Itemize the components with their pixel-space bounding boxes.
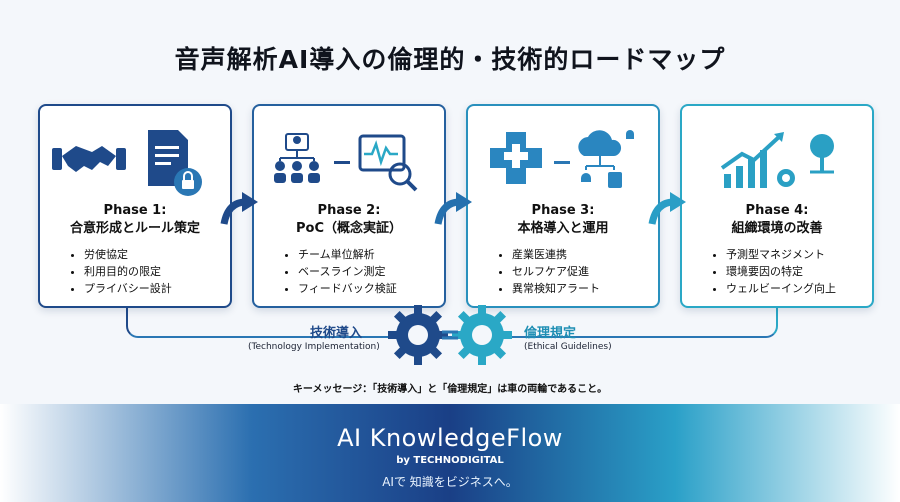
list-item: フィードバック検証 (298, 280, 397, 297)
list-item: ベースライン測定 (298, 263, 397, 280)
phase-card-4: Phase 4: 組織環境の改善 予測型マネジメント 環境要因の特定 ウェルビー… (680, 104, 874, 308)
brand-by: by TECHNODIGITAL (396, 455, 504, 466)
tree-icon (810, 134, 834, 174)
phase-subtitle: 合意形成とルール策定 (69, 221, 200, 236)
phase-items: 産業医連携 セルフケア促進 異常検知アラート (496, 246, 600, 297)
team-icon (274, 133, 320, 183)
phase-title: Phase 3: (531, 203, 595, 218)
page-title: 音声解析AI導入の倫理的・技術的ロードマップ (174, 45, 726, 74)
phase-subtitle: 本格導入と運用 (517, 221, 609, 236)
list-item: 予測型マネジメント (726, 246, 836, 263)
tech-pillar-label: 技術導入 (310, 326, 363, 341)
list-item: 利用目的の限定 (84, 263, 172, 280)
list-item: 異常検知アラート (512, 280, 600, 297)
phase-card-3: Phase 3: 本格導入と運用 産業医連携 セルフケア促進 異常検知アラート (466, 104, 660, 308)
phase-subtitle: PoC（概念実証） (296, 221, 402, 236)
phase-items: 予測型マネジメント 環境要因の特定 ウェルビーイング向上 (710, 246, 836, 297)
key-message: キーメッセージ：「技術導入」と「倫理規定」は車の両輪であること。 (292, 384, 608, 395)
phase-4-icons (720, 132, 834, 188)
dash-connector (334, 161, 350, 164)
ethics-pillar-label: 倫理規定 (524, 326, 577, 341)
list-item: ウェルビーイング向上 (726, 280, 836, 297)
arrow-right-icon (434, 192, 472, 225)
list-item: 産業医連携 (512, 246, 600, 263)
phase-title: Phase 2: (317, 203, 381, 218)
list-item: チーム単位解析 (298, 246, 397, 263)
arrow-right-icon (648, 192, 686, 225)
phase-card-2: Phase 2: PoC（概念実証） チーム単位解析 ベースライン測定 フィード… (252, 104, 446, 308)
cloud-alert-icon (578, 130, 634, 188)
phase-title: Phase 4: (745, 203, 809, 218)
list-item: セルフケア促進 (512, 263, 600, 280)
ethics-pillar-en: (Ethical Guidelines) (524, 342, 612, 352)
brand-name: AI KnowledgeFlow (337, 424, 563, 452)
waveform-magnifier-icon (358, 134, 418, 192)
footer-banner (0, 404, 900, 502)
phase-2-icons (274, 133, 418, 192)
arrow-right-icon (220, 192, 258, 225)
phase-subtitle: 組織環境の改善 (731, 221, 823, 236)
tech-pillar-en: (Technology Implementation) (248, 342, 380, 352)
phase-3-icons (490, 130, 634, 188)
dash-connector (554, 161, 570, 164)
phase-items: 労使協定 利用目的の限定 プライバシー設計 (68, 246, 172, 297)
handshake-icon (52, 146, 126, 172)
medical-cross-icon (490, 132, 542, 184)
brand-tagline: AIで 知識をビジネスへ。 (382, 475, 518, 489)
interlocking-gears-icon (388, 305, 512, 365)
phase-items: チーム単位解析 ベースライン測定 フィードバック検証 (282, 246, 397, 297)
list-item: 環境要因の特定 (726, 263, 836, 280)
document-lock-icon (148, 130, 202, 196)
list-item: 労使協定 (84, 246, 172, 263)
phase-title: Phase 1: (103, 203, 167, 218)
growth-chart-gear-icon (720, 132, 795, 188)
phase-card-1: Phase 1: 合意形成とルール策定 労使協定 利用目的の限定 プライバシー設… (38, 104, 232, 308)
list-item: プライバシー設計 (84, 280, 172, 297)
phase-1-icons (52, 130, 202, 196)
